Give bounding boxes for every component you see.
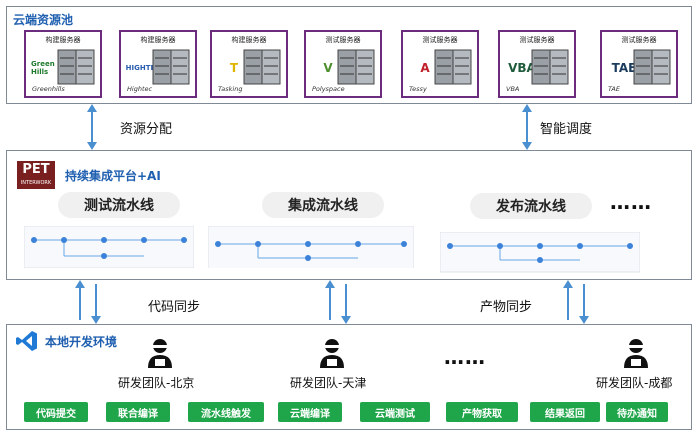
smart-scheduling-arrows: [522, 104, 532, 150]
center-sync-arrows: [325, 280, 351, 324]
developer-icon-chengdu: [624, 339, 648, 368]
resource-allocation-arrows: [87, 104, 97, 150]
result-return-button[interactable]: 结果返回: [530, 402, 600, 422]
server-tool-caption: Tasking: [218, 85, 243, 93]
server-rack-icon: [57, 49, 95, 85]
tool-logo-icon: T: [217, 54, 251, 82]
tool-logo-icon: A: [408, 54, 442, 82]
server-tool-caption: Greenhills: [32, 85, 65, 93]
release-pipeline-button[interactable]: 发布流水线: [470, 193, 592, 219]
code-sync-arrows: [75, 280, 101, 324]
smart-scheduling-label: 智能调度: [540, 122, 593, 137]
server-tool-caption: Hightec: [127, 85, 153, 93]
joint-compile-button[interactable]: 联合编译: [106, 402, 170, 422]
server-tool-caption: TAE: [608, 85, 620, 93]
server-rack-icon: [337, 49, 375, 85]
server-rack-icon: [633, 49, 671, 85]
tool-logo-text: HIGHTEC: [125, 64, 161, 72]
tool-logo-text: VBA: [508, 61, 536, 75]
server-tool-caption: Tessy: [409, 85, 427, 93]
pet-logo-text: PET: [22, 162, 50, 177]
release-pipeline-label: 发布流水线: [496, 199, 566, 215]
server-type-label: 测试服务器: [519, 36, 555, 44]
local-env-title: 本地开发环境: [45, 335, 118, 349]
cloud-compile-button[interactable]: 云端编译: [278, 402, 342, 422]
ci-platform-title: 持续集成平台+AI: [65, 169, 161, 183]
team-chengdu-label: 研发团队-成都: [596, 376, 673, 390]
tool-logo-text: TAE: [611, 61, 637, 75]
test-pipeline-label: 测试流水线: [84, 198, 154, 214]
cloud-test-button[interactable]: 云端测试: [360, 402, 430, 422]
server-type-label: 构建服务器: [231, 36, 267, 44]
server-rack-icon: [531, 49, 569, 85]
server-card-3[interactable]: 构建服务器 T Tasking: [210, 30, 288, 98]
more-teams-ellipsis: ……: [444, 345, 486, 369]
server-tool-caption: Polyspace: [312, 85, 345, 93]
tool-logo-icon: TAE: [607, 54, 641, 82]
server-rack-icon: [152, 49, 190, 85]
integration-pipeline-button[interactable]: 集成流水线: [262, 192, 384, 218]
server-card-6[interactable]: 测试服务器 VBA VBA: [498, 30, 576, 98]
resource-allocation-label: 资源分配: [120, 122, 173, 137]
test-pipeline-graph[interactable]: [24, 226, 194, 268]
tool-logo-icon: HIGHTEC: [125, 54, 161, 82]
tool-logo-text: V: [323, 61, 333, 75]
artifact-fetch-button[interactable]: 产物获取: [446, 402, 518, 422]
developer-icon-beijing: [148, 339, 172, 368]
more-pipelines-ellipsis: ……: [610, 190, 652, 214]
server-type-label: 测试服务器: [621, 36, 657, 44]
server-type-label: 构建服务器: [140, 36, 176, 44]
cloud-pool-title: 云端资源池: [13, 13, 74, 27]
release-pipeline-graph[interactable]: [440, 232, 640, 274]
tool-logo-icon: VBA: [505, 54, 539, 82]
team-beijing-label: 研发团队-北京: [118, 376, 195, 390]
tool-logo-icon: V: [311, 54, 345, 82]
developer-icon-tianjin: [320, 339, 344, 368]
tool-logo-text: Green Hills: [31, 60, 55, 76]
tool-logo-icon: Green Hills: [31, 54, 65, 82]
test-pipeline-button[interactable]: 测试流水线: [58, 192, 180, 218]
server-card-7[interactable]: 测试服务器 TAE TAE: [600, 30, 678, 98]
server-card-4[interactable]: 测试服务器 V Polyspace: [304, 30, 382, 98]
artifact-sync-label: 产物同步: [480, 300, 533, 315]
server-card-5[interactable]: 测试服务器 A Tessy: [401, 30, 479, 98]
server-type-label: 构建服务器: [45, 36, 81, 44]
code-sync-label: 代码同步: [148, 300, 201, 315]
pipeline-trigger-button[interactable]: 流水线触发: [188, 402, 264, 422]
server-rack-icon: [434, 49, 472, 85]
pet-logo: PET INTERWORK: [17, 161, 55, 189]
pet-logo-subtext: INTERWORK: [20, 180, 52, 186]
todo-notify-button[interactable]: 待办通知: [606, 402, 668, 422]
server-type-label: 测试服务器: [422, 36, 458, 44]
server-tool-caption: VBA: [506, 85, 520, 93]
server-type-label: 测试服务器: [325, 36, 361, 44]
integration-pipeline-label: 集成流水线: [288, 198, 358, 214]
vscode-icon: [16, 331, 37, 351]
tool-logo-text: T: [229, 61, 239, 75]
code-commit-button[interactable]: 代码提交: [24, 402, 88, 422]
team-tianjin-label: 研发团队-天津: [290, 376, 367, 390]
artifact-sync-arrows: [563, 280, 589, 324]
integration-pipeline-graph[interactable]: [208, 226, 414, 268]
server-rack-icon: [243, 49, 281, 85]
tool-logo-text: A: [420, 61, 430, 75]
server-card-2[interactable]: 构建服务器 HIGHTEC Hightec: [119, 30, 197, 98]
